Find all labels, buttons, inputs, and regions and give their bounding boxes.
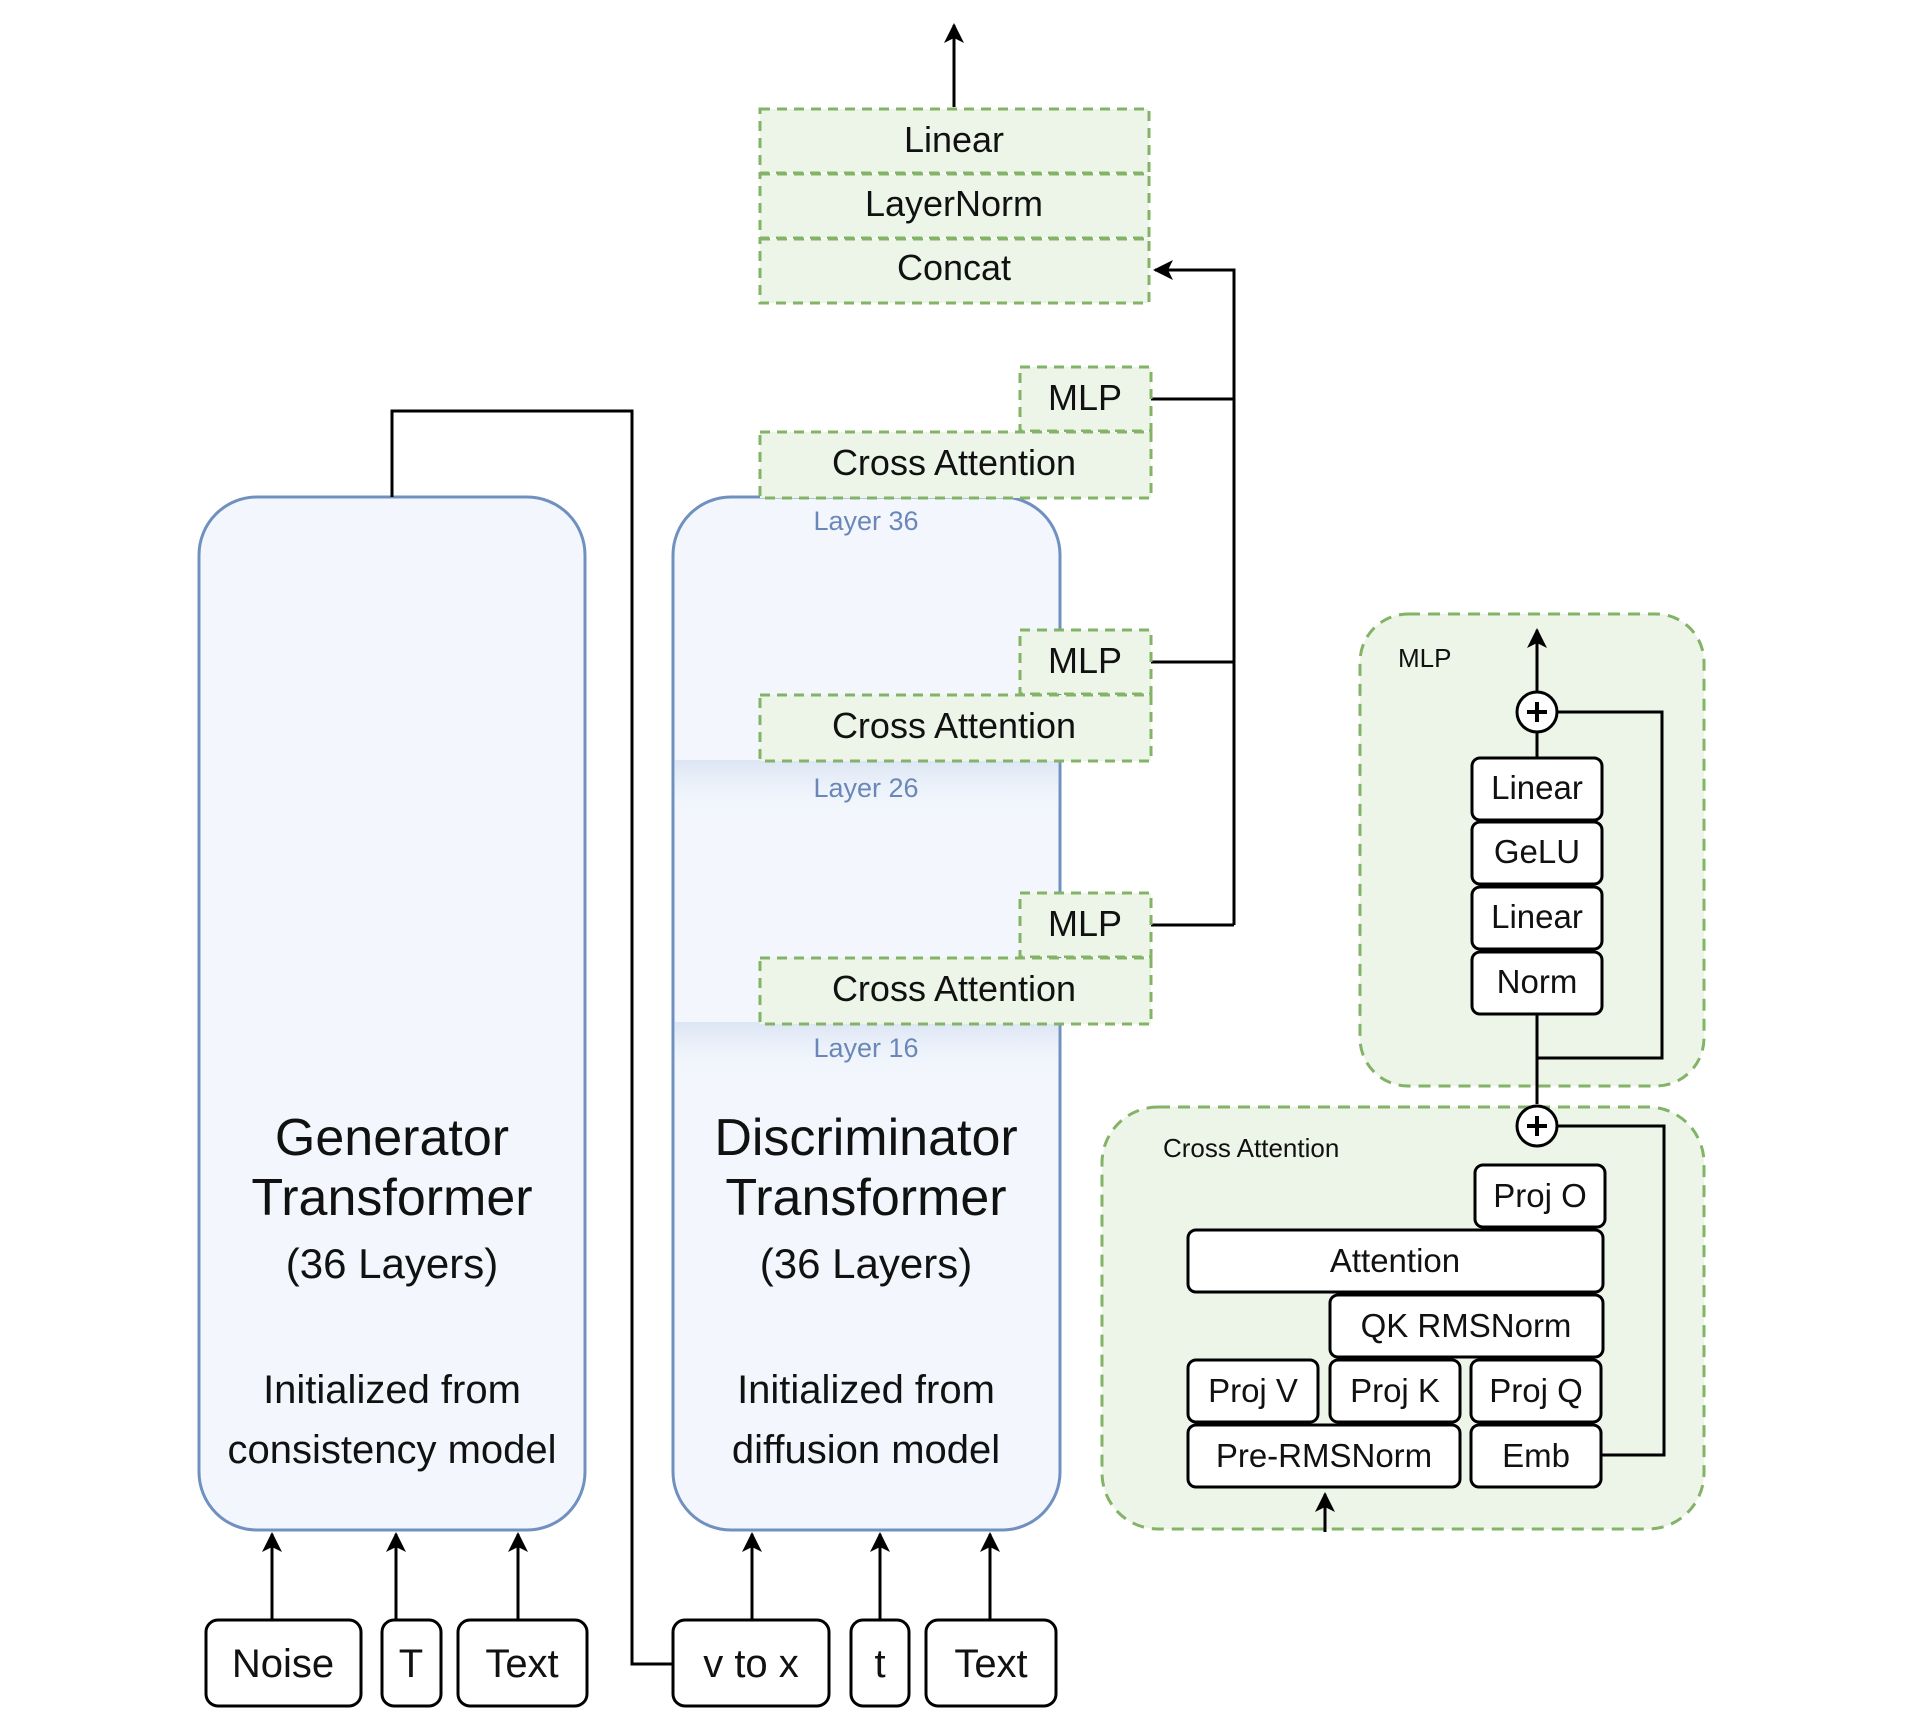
- discriminator-title-line2: Transformer: [725, 1169, 1006, 1227]
- gen-text-input: [456, 1618, 589, 1708]
- generator-title-line2: Transformer: [251, 1169, 532, 1227]
- ca-pre-norm-box: [1186, 1423, 1462, 1489]
- gen-text-input-label: Text: [485, 1642, 558, 1686]
- ca-proj-o-box: [1473, 1163, 1607, 1229]
- ca-qk-norm-box: [1328, 1293, 1605, 1359]
- mlp-add-plus: [1527, 702, 1547, 722]
- head-cross-attention-label: Cross Attention: [832, 968, 1076, 1009]
- layer-label-16: Layer 16: [813, 1033, 918, 1063]
- discriminator-inputs: v to x t Text: [671, 1532, 1058, 1708]
- head-mlp-box: [1018, 365, 1153, 433]
- generator-init-line1: Initialized from: [263, 1368, 521, 1412]
- noise-input: [204, 1618, 363, 1708]
- cross-attention-detail: Proj O Attention QK RMSNorm Proj V Proj …: [1186, 1088, 1666, 1532]
- ca-emb-box: [1469, 1423, 1603, 1489]
- generator-to-discriminator-line: [390, 409, 673, 1666]
- t-input-label: t: [874, 1642, 885, 1686]
- discriminator-title-line1: Discriminator: [714, 1109, 1017, 1167]
- mlp-linear-top-label: Linear: [1491, 769, 1583, 806]
- ca-proj-q-label: Proj Q: [1489, 1372, 1583, 1409]
- output-stack: Linear LayerNorm Concat: [758, 107, 1151, 305]
- output-concat-label: Concat: [897, 247, 1011, 288]
- mlp-norm-box: [1470, 950, 1604, 1016]
- output-layernorm-label: LayerNorm: [865, 183, 1043, 224]
- head-cross-attention-box: [758, 693, 1153, 763]
- head-cross-attention-box: [758, 430, 1153, 500]
- layer-26-band: [675, 760, 1058, 820]
- output-concat-box: [758, 237, 1151, 305]
- ca-qk-norm-label: QK RMSNorm: [1361, 1307, 1572, 1344]
- discriminator-init-line2: diffusion model: [732, 1428, 1000, 1472]
- v-to-x-input: [671, 1618, 831, 1708]
- ca-proj-q-box: [1469, 1358, 1603, 1424]
- ca-proj-k-label: Proj K: [1350, 1372, 1440, 1409]
- t-input: [849, 1618, 911, 1708]
- head-layer-16: MLP Cross Attention: [758, 891, 1153, 1026]
- ca-add-plus: [1527, 1116, 1547, 1136]
- mlp-detail-title: MLP: [1398, 643, 1451, 673]
- mlp-gelu-label: GeLU: [1494, 833, 1580, 870]
- generator-inputs: Noise T Text: [204, 1532, 589, 1708]
- layer-16-band: [675, 1022, 1058, 1082]
- ca-residual-line: [1557, 1124, 1666, 1457]
- v-to-x-input-label: v to x: [703, 1642, 799, 1686]
- layer-label-26: Layer 26: [813, 773, 918, 803]
- cross-attention-detail-title: Cross Attention: [1163, 1133, 1339, 1163]
- head-layer-26: MLP Cross Attention: [758, 628, 1153, 763]
- mlp-linear-bottom-box: [1470, 885, 1604, 951]
- output-linear-label: Linear: [904, 119, 1004, 160]
- T-input-label: T: [399, 1642, 423, 1686]
- ca-proj-o-label: Proj O: [1493, 1177, 1587, 1214]
- disc-text-input-label: Text: [954, 1642, 1027, 1686]
- ca-pre-norm-label: Pre-RMSNorm: [1216, 1437, 1432, 1474]
- head-cross-attention-box: [758, 956, 1153, 1026]
- mlp-gelu-box: [1470, 820, 1604, 886]
- layer-label-36: Layer 36: [813, 506, 918, 536]
- mlp-linear-bottom-label: Linear: [1491, 898, 1583, 935]
- discriminator-init-line1: Initialized from: [737, 1368, 995, 1412]
- head-mlp-label: MLP: [1048, 377, 1122, 418]
- mlp-norm-label: Norm: [1497, 963, 1578, 1000]
- generator-layers: (36 Layers): [286, 1240, 498, 1287]
- generator-init-line2: consistency model: [227, 1428, 556, 1472]
- mlp-detail: Linear GeLU Linear Norm: [1470, 628, 1664, 1104]
- mlp-linear-top-box: [1470, 756, 1604, 822]
- ca-emb-label: Emb: [1502, 1437, 1570, 1474]
- mlp-residual-line: [1537, 710, 1664, 1060]
- ca-proj-k-box: [1328, 1358, 1462, 1424]
- noise-input-label: Noise: [232, 1642, 334, 1686]
- ca-proj-v-label: Proj V: [1208, 1372, 1298, 1409]
- head-cross-attention-label: Cross Attention: [832, 442, 1076, 483]
- ca-attention-label: Attention: [1330, 1242, 1460, 1279]
- T-input: [380, 1618, 443, 1708]
- generator-title-line1: Generator: [275, 1109, 509, 1167]
- concat-input-line: [1153, 260, 1236, 925]
- head-mlp-label: MLP: [1048, 903, 1122, 944]
- head-layer-36: MLP Cross Attention: [758, 365, 1153, 500]
- disc-text-input: [924, 1618, 1058, 1708]
- ca-attention-box: [1186, 1228, 1605, 1294]
- discriminator-layers: (36 Layers): [760, 1240, 972, 1287]
- head-mlp-label: MLP: [1048, 640, 1122, 681]
- head-cross-attention-label: Cross Attention: [832, 705, 1076, 746]
- ca-proj-v-box: [1186, 1358, 1320, 1424]
